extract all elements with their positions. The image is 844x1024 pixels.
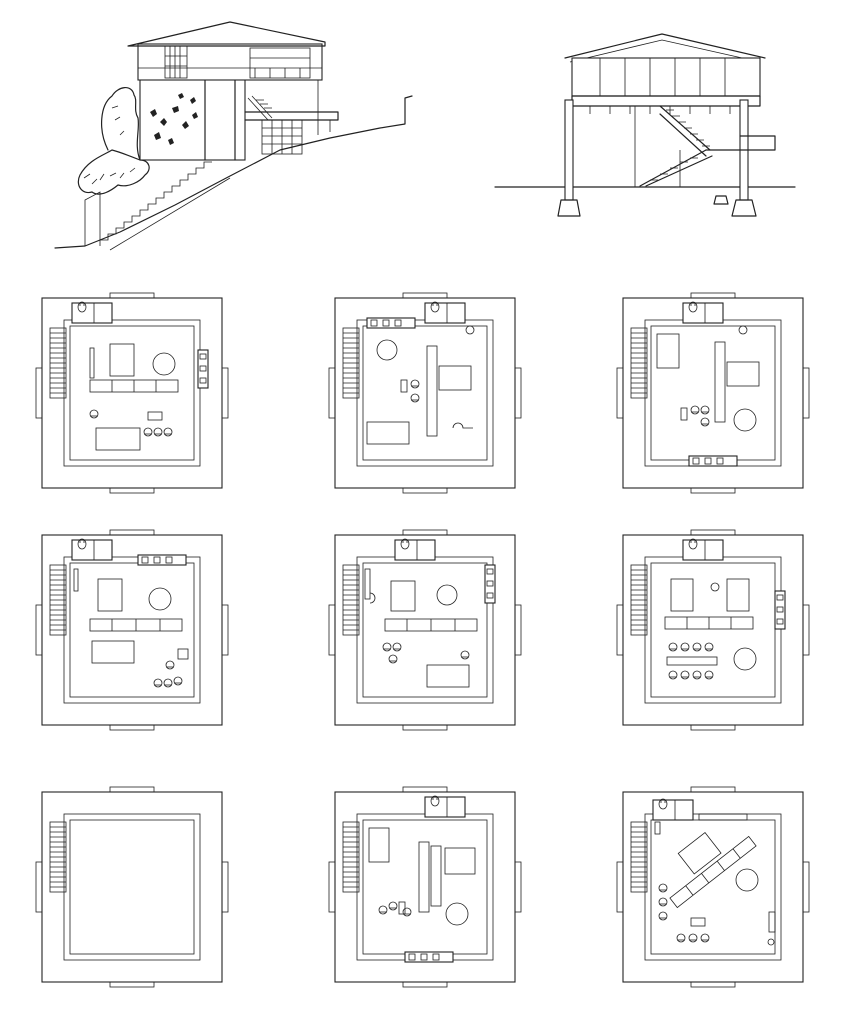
- section-glazing: [599, 58, 726, 96]
- ground-floor-pillar: [204, 79, 236, 161]
- wall-texture: [150, 93, 198, 145]
- upper-floor: [137, 43, 323, 81]
- ground-floor-wall: [139, 77, 246, 161]
- floor-plan-1: [35, 292, 229, 494]
- house-section: [494, 33, 796, 217]
- porch-deck: [244, 111, 339, 121]
- stone-joints: [262, 120, 302, 154]
- floor-joists: [589, 106, 731, 114]
- floor-plan-4: [35, 529, 229, 731]
- window-mullions: [165, 46, 187, 78]
- house-elevation: [54, 21, 413, 251]
- upper-window-right: [249, 47, 311, 79]
- lower-wall: [634, 106, 681, 187]
- floor-plan-7-empty: [35, 786, 229, 988]
- floor-plan-grid: [35, 292, 810, 988]
- tree-icon: [77, 87, 150, 195]
- porch-post: [317, 80, 331, 135]
- roof: [127, 21, 326, 47]
- floor-plan-8: [328, 786, 522, 988]
- floor-plan-5: [328, 529, 522, 731]
- retaining-wall: [84, 191, 101, 246]
- floor-plan-6: [616, 529, 810, 731]
- section-roof: [564, 33, 766, 59]
- footing-right: [731, 199, 757, 217]
- shrub-texture: [83, 105, 136, 185]
- balcony-rail: [138, 57, 322, 78]
- footing-left: [557, 199, 581, 217]
- floor-slab: [571, 95, 761, 107]
- floor-plan-9: [616, 786, 810, 988]
- floor-plan-2: [328, 292, 522, 494]
- roof-underside: [569, 39, 761, 63]
- floor-plan-3: [616, 292, 810, 494]
- section-stair: [659, 105, 711, 157]
- porch-stairs: [247, 95, 273, 121]
- landing-deck: [705, 135, 776, 151]
- stair-stringer: [109, 177, 231, 251]
- hillside-stairs: [99, 161, 212, 246]
- column-left: [564, 99, 574, 201]
- lower-stair-treads: [650, 157, 698, 181]
- footing-mid: [713, 195, 729, 205]
- stair-treads: [666, 109, 710, 147]
